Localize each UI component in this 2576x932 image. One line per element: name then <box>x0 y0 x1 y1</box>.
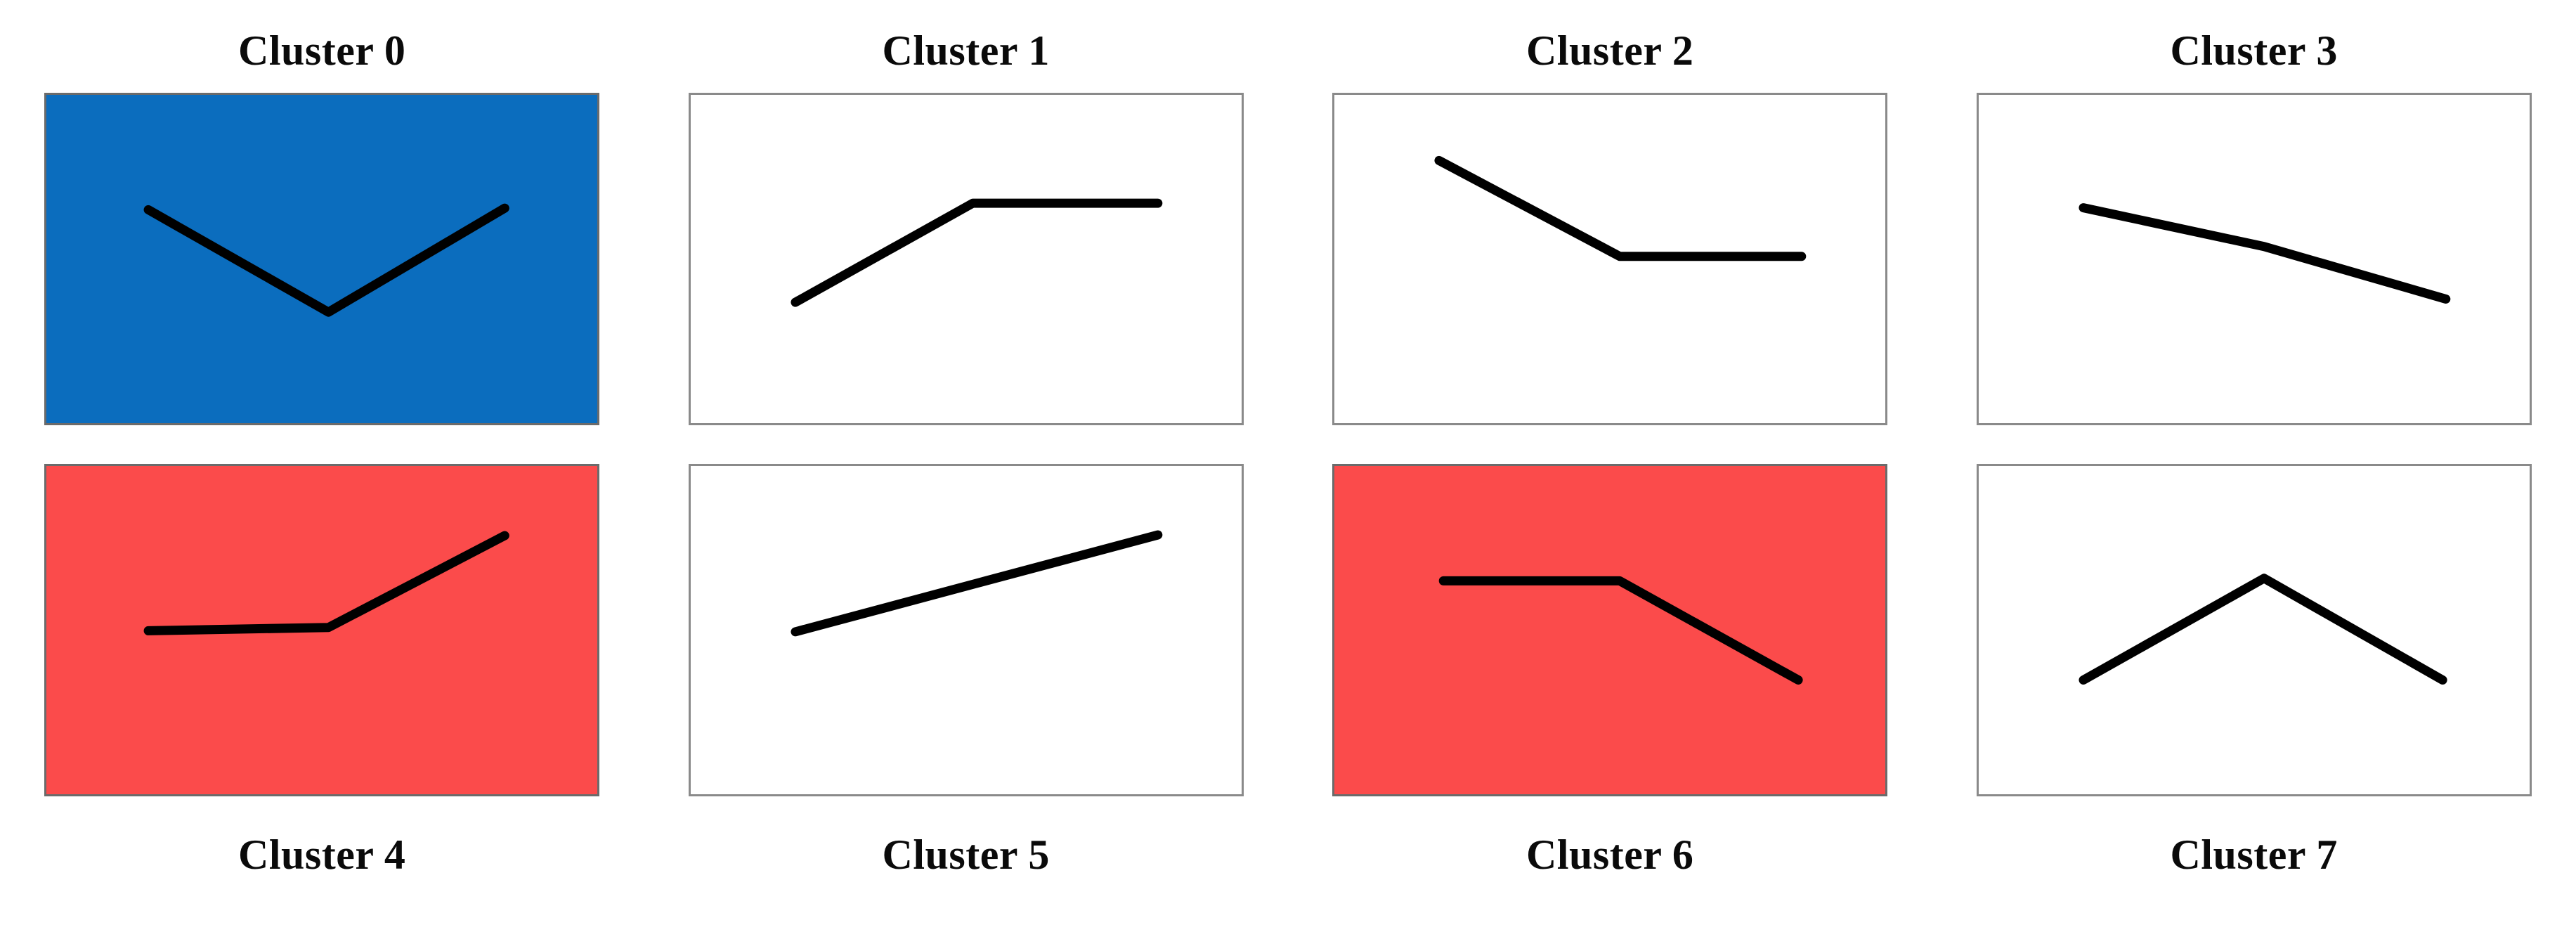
cluster-panel-3[interactable] <box>1976 93 2532 425</box>
cluster-cell-4: Cluster 4 <box>0 464 644 932</box>
cluster-cell-5: Cluster 5 <box>644 464 1289 932</box>
cluster-cell-7: Cluster 7 <box>1932 464 2576 932</box>
cluster-plot-1 <box>691 95 1242 423</box>
cluster-title-6: Cluster 6 <box>1526 831 1694 878</box>
cluster-series-line-3 <box>2083 208 2446 299</box>
cluster-cell-6: Cluster 6 <box>1288 464 1932 932</box>
cluster-plot-0 <box>46 95 597 423</box>
cluster-panel-0[interactable] <box>44 93 600 425</box>
cluster-cell-2: Cluster 2 <box>1288 0 1932 464</box>
cluster-series-line-4 <box>148 536 505 630</box>
cluster-cell-3: Cluster 3 <box>1932 0 2576 464</box>
cluster-series-line-1 <box>795 203 1158 302</box>
cluster-plot-6 <box>1334 466 1885 794</box>
cluster-panel-2[interactable] <box>1332 93 1888 425</box>
cluster-series-line-7 <box>2083 578 2442 680</box>
cluster-title-3: Cluster 3 <box>2170 27 2338 74</box>
cluster-plot-4 <box>46 466 597 794</box>
cluster-title-7: Cluster 7 <box>2170 831 2338 878</box>
cluster-title-5: Cluster 5 <box>882 831 1050 878</box>
cluster-series-line-2 <box>1439 160 1802 256</box>
cluster-title-0: Cluster 0 <box>238 27 406 74</box>
cluster-panel-7[interactable] <box>1976 464 2532 796</box>
cluster-panel-6[interactable] <box>1332 464 1888 796</box>
cluster-panel-4[interactable] <box>44 464 600 796</box>
cluster-title-1: Cluster 1 <box>882 27 1050 74</box>
cluster-plot-2 <box>1334 95 1885 423</box>
cluster-series-line-5 <box>795 535 1158 632</box>
cluster-panel-5[interactable] <box>688 464 1244 796</box>
cluster-series-line-0 <box>148 208 505 312</box>
cluster-cell-0: Cluster 0 <box>0 0 644 464</box>
cluster-plot-7 <box>1979 466 2530 794</box>
cluster-title-4: Cluster 4 <box>238 831 406 878</box>
cluster-plot-3 <box>1979 95 2530 423</box>
cluster-plot-5 <box>691 466 1242 794</box>
cluster-cell-1: Cluster 1 <box>644 0 1289 464</box>
cluster-series-line-6 <box>1443 581 1798 680</box>
cluster-panel-1[interactable] <box>688 93 1244 425</box>
cluster-title-2: Cluster 2 <box>1526 27 1694 74</box>
